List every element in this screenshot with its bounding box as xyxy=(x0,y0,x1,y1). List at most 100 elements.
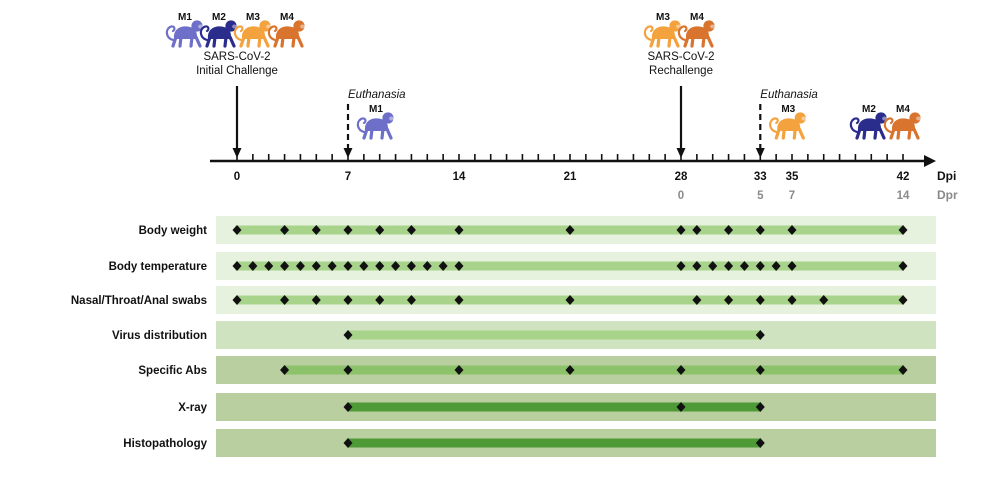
monkey-label: M3 xyxy=(656,12,670,23)
sampling-point-diamond xyxy=(406,295,416,305)
sampling-point-diamond xyxy=(248,261,258,271)
monkey-icon: M1 xyxy=(356,104,394,140)
monkey-label: M1 xyxy=(178,12,192,23)
row-bar xyxy=(348,402,761,412)
monkey-leg xyxy=(683,35,690,48)
sampling-point-diamond xyxy=(232,261,242,271)
sampling-point-diamond xyxy=(406,225,416,235)
monkey-icon: M3 xyxy=(233,12,271,48)
dpi-tick-label: 14 xyxy=(453,171,466,183)
row-label: Virus distribution xyxy=(112,330,207,342)
event-label-line: SARS-CoV-2 xyxy=(647,51,714,63)
monkey-face xyxy=(300,24,305,29)
monkey-leg xyxy=(212,35,217,48)
event-arrow-head xyxy=(755,148,765,158)
sampling-point-diamond xyxy=(375,295,385,305)
monkey-leg xyxy=(690,35,695,48)
row-bar xyxy=(237,261,903,271)
monkey-leg xyxy=(296,35,304,48)
sampling-point-diamond xyxy=(295,261,305,271)
monkey-icon: M3 xyxy=(643,12,681,48)
monkey-leg xyxy=(797,127,805,140)
monkey-leg xyxy=(385,127,393,140)
sampling-row: X-ray xyxy=(178,393,936,421)
sampling-point-diamond xyxy=(724,261,734,271)
monkey-leg xyxy=(855,127,862,140)
sampling-point-diamond xyxy=(676,225,686,235)
sampling-point-diamond xyxy=(280,225,290,235)
event-italic-label: Euthanasia xyxy=(760,89,818,101)
monkey-icon: M1 xyxy=(165,12,203,48)
monkey-leg xyxy=(672,35,680,48)
monkey-tail xyxy=(769,117,779,134)
sampling-point-diamond xyxy=(755,261,765,271)
monkey-icon: M3 xyxy=(769,104,807,140)
axis-label-dpr: Dpr xyxy=(937,188,958,202)
monkey-leg xyxy=(896,127,901,140)
sampling-point-diamond xyxy=(280,261,290,271)
monkey-head xyxy=(293,20,305,32)
sampling-point-diamond xyxy=(375,225,385,235)
monkey-leg xyxy=(667,35,672,48)
dpi-tick-label: 28 xyxy=(675,171,688,183)
event-label-line: SARS-CoV-2 xyxy=(203,51,270,63)
sampling-row: Specific Abs xyxy=(138,356,936,384)
event-label-line: Rechallenge xyxy=(649,65,713,77)
row-bar xyxy=(284,365,904,375)
monkey-tail xyxy=(883,117,894,134)
monkey-leg xyxy=(189,35,194,48)
monkey-icon: M4 xyxy=(267,12,305,48)
sampling-point-diamond xyxy=(771,261,781,271)
monkey-head xyxy=(875,112,887,124)
sampling-point-diamond xyxy=(724,225,734,235)
sampling-point-diamond xyxy=(327,261,337,271)
sampling-point-diamond xyxy=(755,295,765,305)
sampling-point-diamond xyxy=(565,365,575,375)
sampling-point-diamond xyxy=(343,330,353,340)
monkey-label: M2 xyxy=(862,104,876,115)
sampling-point-diamond xyxy=(280,365,290,375)
sampling-point-diamond xyxy=(232,225,242,235)
dpr-tick-label: 14 xyxy=(897,190,910,202)
monkey-leg xyxy=(706,35,714,48)
monkey-leg xyxy=(280,35,285,48)
monkey-leg xyxy=(380,127,385,140)
monkey-leg xyxy=(369,127,374,140)
monkey-tail xyxy=(356,117,367,134)
sampling-point-diamond xyxy=(692,261,702,271)
monkey-icon: M4 xyxy=(883,104,921,140)
sampling-point-diamond xyxy=(898,261,908,271)
monkey-leg xyxy=(257,35,262,48)
monkey-leg xyxy=(878,127,886,140)
sampling-row: Body temperature xyxy=(109,252,936,280)
axis-label-dpi: Dpi xyxy=(937,169,956,183)
sampling-point-diamond xyxy=(898,225,908,235)
sampling-point-diamond xyxy=(708,261,718,271)
monkey-leg xyxy=(194,35,202,48)
sampling-point-diamond xyxy=(391,261,401,271)
monkey-tail xyxy=(267,25,278,42)
sampling-point-diamond xyxy=(311,295,321,305)
sampling-point-diamond xyxy=(343,365,353,375)
sampling-point-diamond xyxy=(343,402,353,412)
monkey-leg xyxy=(889,127,896,140)
monkey-head xyxy=(703,20,715,32)
dpi-tick-label: 7 xyxy=(345,171,351,183)
sampling-point-diamond xyxy=(454,295,464,305)
dpr-tick-label: 0 xyxy=(678,190,684,202)
monkey-tail xyxy=(165,25,176,42)
monkey-leg xyxy=(701,35,706,48)
monkey-leg xyxy=(873,127,878,140)
sampling-point-diamond xyxy=(232,295,242,305)
sampling-point-diamond xyxy=(454,261,464,271)
row-label: Body weight xyxy=(139,225,208,237)
axis-arrow-head xyxy=(924,155,936,167)
row-bar xyxy=(348,438,761,448)
row-label: Nasal/Throat/Anal swabs xyxy=(71,295,207,307)
sampling-row: Histopathology xyxy=(123,429,936,457)
event-arrow-head xyxy=(343,148,353,158)
sampling-point-diamond xyxy=(343,261,353,271)
dpi-tick-label: 21 xyxy=(564,171,577,183)
